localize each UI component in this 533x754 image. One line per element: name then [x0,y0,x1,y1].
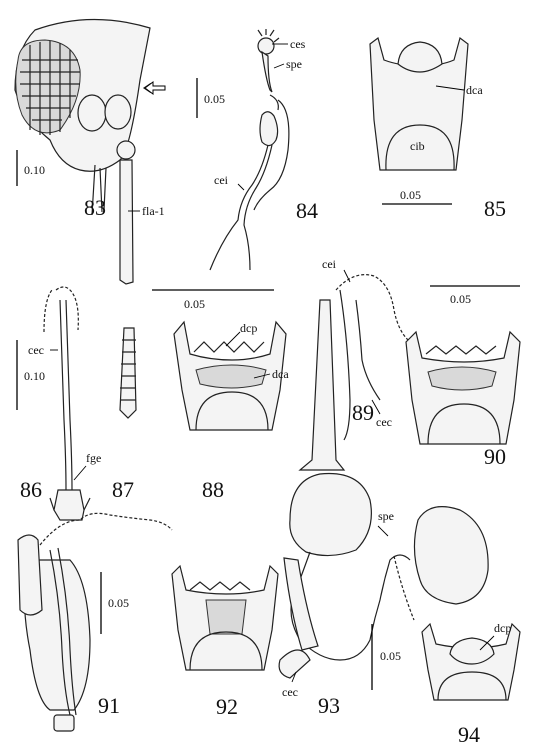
scale-label-83: 0.10 [24,163,45,177]
figure-83-head: fla-1 0.10 83 [14,18,166,285]
scale-label-84: 0.05 [204,92,225,106]
figure-number-88: 88 [202,477,224,502]
label-cei-89: cei [322,257,337,271]
figure-90-cibarium: 0.05 90 [405,285,521,469]
figure-number-92: 92 [216,694,238,719]
figure-84-spermatheca: ces spe cei 0.05 84 [196,29,318,271]
figure-91-furca: 0.05 91 [17,512,173,732]
label-ces: ces [290,37,306,51]
figure-number-84: 84 [296,198,318,223]
figure-88-cibarium: 0.05 dcp dca 88 [152,289,289,502]
figure-87-segmented: 87 [112,327,137,502]
scale-label-91: 0.05 [108,596,129,610]
label-dcp-94: dcp [494,621,511,635]
label-dcp: dcp [240,321,257,335]
figure-94-cibarium: dcp 94 [421,621,521,747]
figure-89-furca: cei cec 89 [298,257,409,471]
label-cib: cib [410,139,425,153]
figure-number-89: 89 [352,400,374,425]
label-cec-93: cec [282,685,298,699]
label-fla-1: fla-1 [142,204,165,218]
compound-eye [15,39,81,135]
label-cei: cei [214,173,229,187]
figure-number-93: 93 [318,693,340,718]
scale-label-93: 0.05 [380,649,401,663]
figure-85-cibarium: dca cib 0.05 85 [369,36,506,221]
figure-number-87: 87 [112,477,134,502]
label-dca-88: dca [272,367,289,381]
figure-number-85: 85 [484,196,506,221]
figure-number-83: 83 [84,195,106,220]
scale-label-85: 0.05 [400,188,421,202]
scale-label-90: 0.05 [450,292,471,306]
figure-92-cibarium: 92 [171,564,279,719]
figure-93-spermathecae: spe cec 0.05 93 [278,472,489,718]
figure-number-94: 94 [458,722,480,747]
figure-number-90: 90 [484,444,506,469]
scale-label-88: 0.05 [184,297,205,311]
figure-number-86: 86 [20,477,42,502]
label-dca: dca [466,83,483,97]
label-spe: spe [286,57,302,71]
label-spe-93: spe [378,509,394,523]
antenna-flagellomere [119,159,134,285]
scale-label-86: 0.10 [24,369,45,383]
label-cec-89: cec [376,415,392,429]
label-fge: fge [86,451,101,465]
label-cec: cec [28,343,44,357]
figure-number-91: 91 [98,693,120,718]
figure-86-genitalia: cec fge 0.10 86 [16,286,101,521]
